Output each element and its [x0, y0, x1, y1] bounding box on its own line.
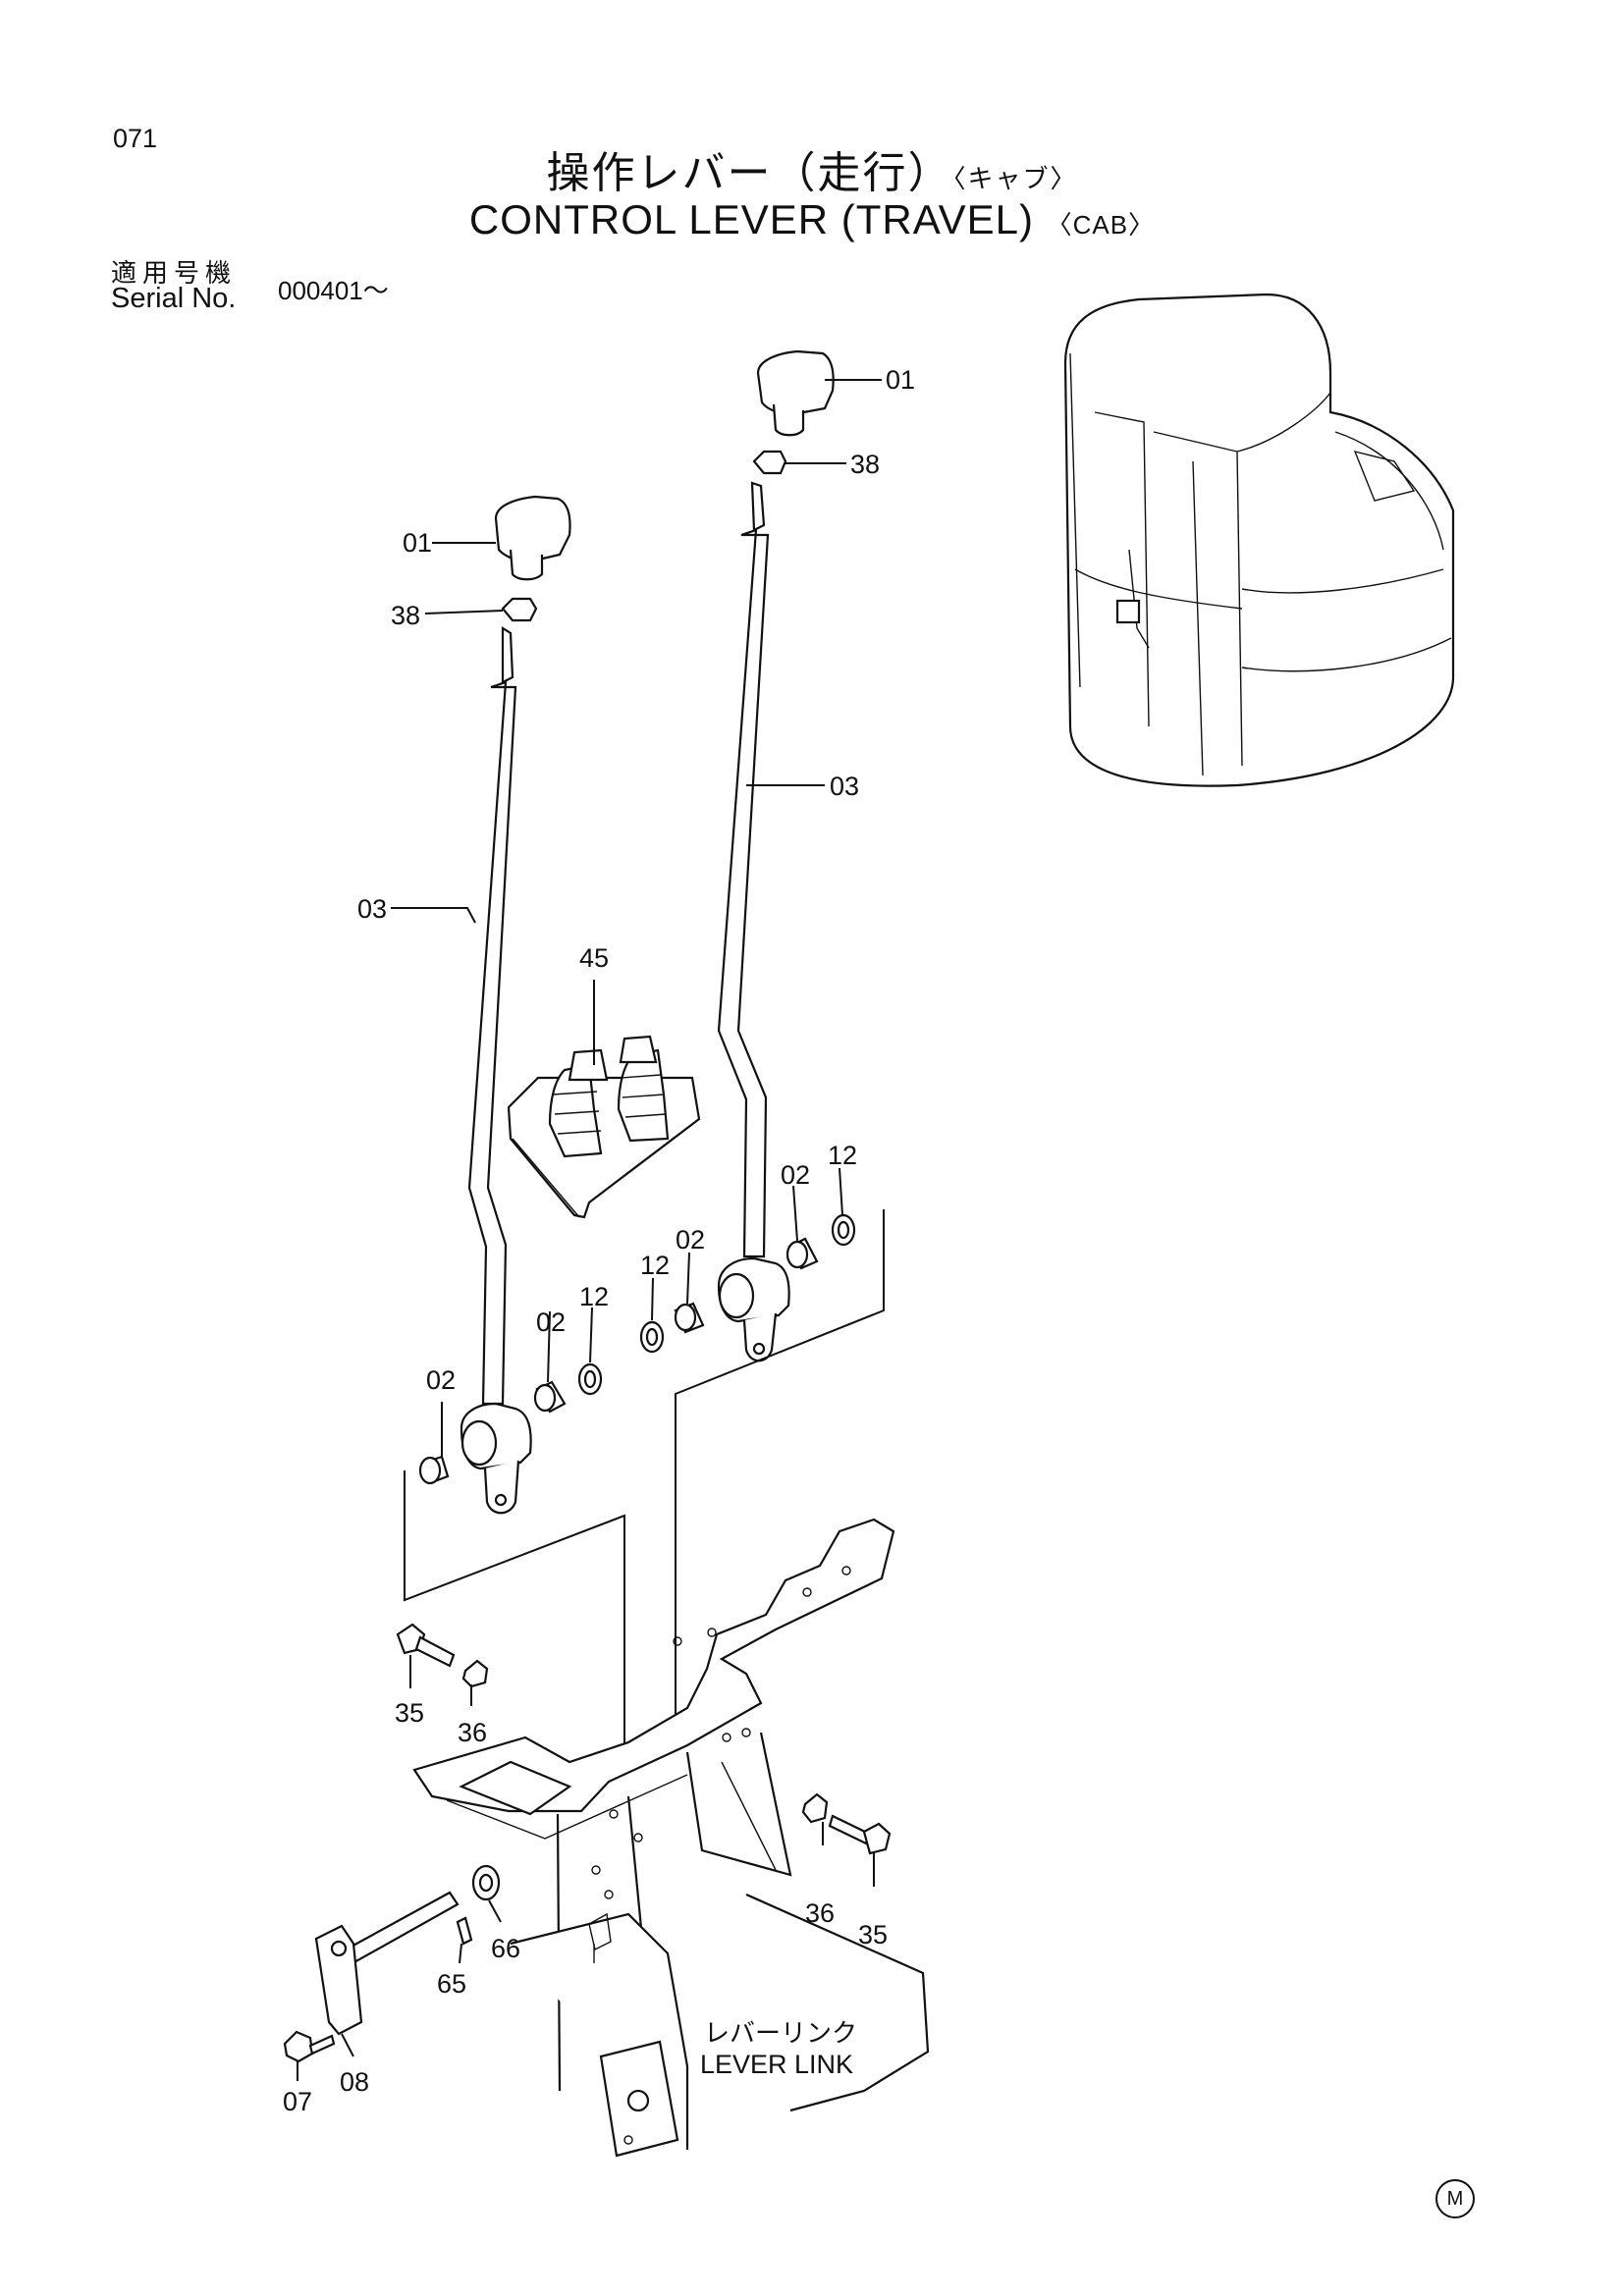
- hardware: [283, 1623, 892, 2063]
- callout-12-c: 12: [640, 1251, 670, 1280]
- page-number: 071: [113, 124, 158, 153]
- callout-03-right: 03: [830, 772, 859, 801]
- lever-link-label-jp: レバーリンク: [704, 2019, 857, 2049]
- callout-36-right: 36: [805, 1898, 835, 1928]
- nut-left: [501, 597, 538, 622]
- leader-lines: [297, 379, 882, 2081]
- title-en-main: CONTROL LEVER (TRAVEL): [468, 196, 1034, 242]
- title-jp-main: 操作レバー（走行）: [546, 148, 953, 198]
- callout-02-d: 02: [781, 1160, 810, 1190]
- lever-link-base: [412, 1518, 930, 2158]
- nut-right: [752, 450, 787, 475]
- callout-38-left: 38: [391, 601, 420, 630]
- callout-12-d: 12: [828, 1141, 857, 1170]
- rod-left: [467, 680, 517, 1406]
- serial-label-en: Serial No.: [111, 283, 237, 314]
- serial-value: 000401～: [278, 276, 389, 305]
- left-lever-assembly: [418, 495, 603, 1515]
- callout-02-b: 02: [536, 1308, 566, 1337]
- title-japanese: 操作レバー（走行）〈キャブ〉: [0, 137, 1624, 200]
- right-lever-assembly: [639, 349, 856, 1362]
- title-en-sub: 〈CAB〉: [1046, 210, 1156, 240]
- m-mark: M: [1435, 2179, 1475, 2218]
- callout-01-left: 01: [403, 528, 432, 558]
- callout-65: 65: [437, 1969, 466, 1999]
- callout-35-left: 35: [395, 1698, 424, 1728]
- callout-12-b: 12: [579, 1282, 609, 1311]
- callout-02-a: 02: [426, 1365, 456, 1395]
- callout-38-right: 38: [850, 450, 880, 479]
- callout-35-right: 35: [858, 1920, 888, 1949]
- knob-right: [756, 349, 835, 416]
- callout-36-left: 36: [458, 1718, 487, 1747]
- callout-07: 07: [283, 2087, 312, 2116]
- callout-03-left: 03: [357, 894, 387, 924]
- cab-thumbnail: [1063, 293, 1455, 787]
- callout-01-right: 01: [886, 365, 915, 395]
- title-english: CONTROL LEVER (TRAVEL) 〈CAB〉: [0, 196, 1624, 243]
- knob-left: [494, 495, 571, 563]
- boot-assembly: [507, 1035, 701, 1219]
- callout-45: 45: [579, 943, 609, 973]
- title-jp-sub: 〈キャブ〉: [952, 165, 1078, 194]
- callout-66: 66: [491, 1934, 520, 1963]
- lever-link-label-en: LEVER LINK: [700, 2050, 853, 2079]
- rod-right: [717, 528, 770, 1258]
- callout-08: 08: [340, 2067, 369, 2097]
- callouts: 01 38 03 01 38 03 45 02 02 12 12 02 02 1…: [283, 365, 915, 2116]
- serial-label-jp: 適用号機: [111, 259, 238, 289]
- assembly-brackets: [404, 1209, 885, 1767]
- callout-02-c: 02: [676, 1225, 705, 1255]
